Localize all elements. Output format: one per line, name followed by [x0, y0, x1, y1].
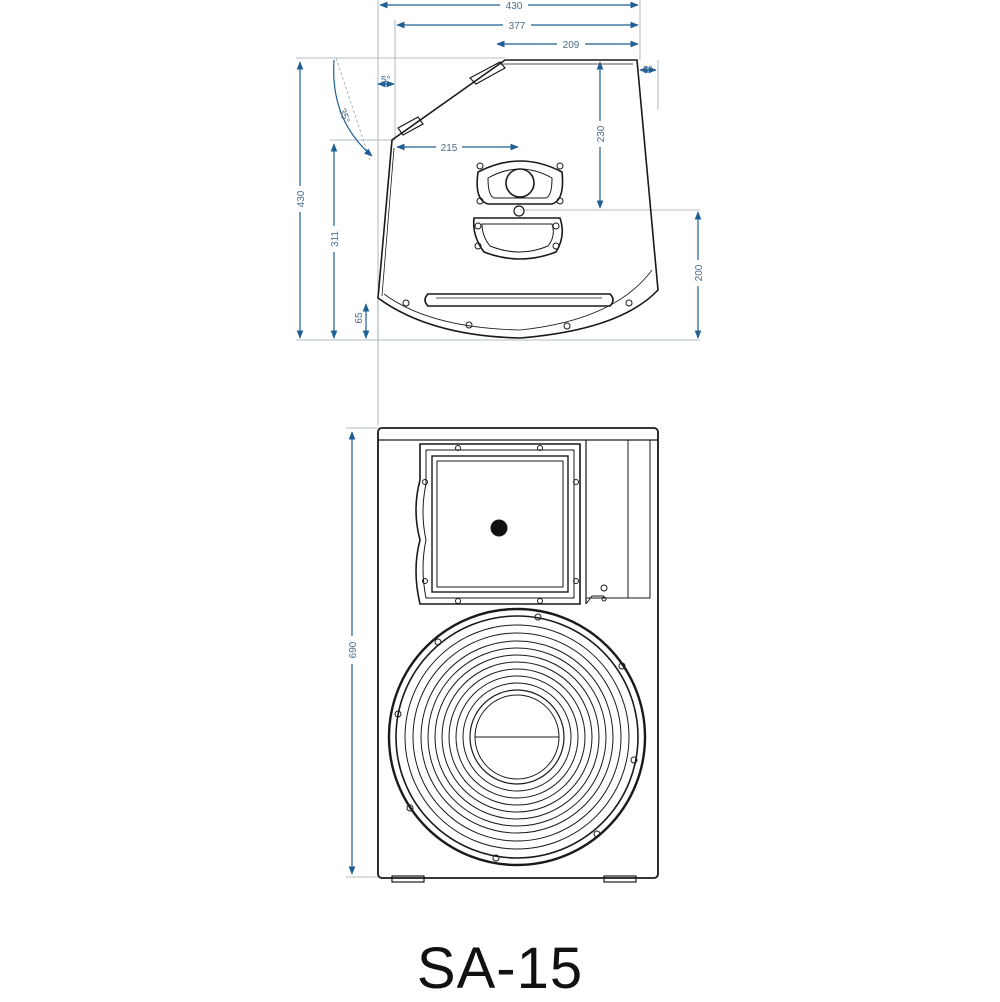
- dim-overall-height: 430: [296, 190, 307, 207]
- side-dimension-arrows: [296, 1, 702, 339]
- dim-top-depth: 377: [509, 21, 526, 32]
- dim-rear-angle: 5°: [381, 75, 391, 86]
- horn-screws: [422, 445, 579, 604]
- front-view: 690: [344, 427, 659, 883]
- dim-woofer-offset: 215: [441, 143, 458, 154]
- woofer-screws: [394, 613, 638, 862]
- dim-overall-depth: 430: [506, 1, 523, 12]
- dim-front-angle: 5°: [643, 65, 653, 76]
- dim-tilt-angle: 35°: [336, 107, 352, 125]
- dim-front-height: 311: [330, 231, 341, 247]
- dim-lower-height: 200: [694, 264, 705, 281]
- dim-base-height: 65: [354, 312, 365, 324]
- dim-front-height: 690: [348, 641, 359, 658]
- extension-lines: [296, 0, 700, 425]
- side-dimension-labels: 430 377 209 5° 5° 35° 215 230 430 311 20…: [292, 0, 706, 324]
- side-view: 430 377 209 5° 5° 35° 215 230 430 311 20…: [292, 0, 706, 425]
- model-name: SA-15: [416, 936, 584, 1001]
- side-cabinet: [377, 59, 659, 339]
- front-cabinet: [377, 427, 659, 883]
- dim-tweeter-offset: 209: [563, 40, 580, 51]
- tweeter-horn: [415, 443, 581, 605]
- woofer: [387, 607, 647, 867]
- front-extension-lines: [346, 427, 380, 878]
- dim-tweeter-height: 230: [596, 125, 607, 142]
